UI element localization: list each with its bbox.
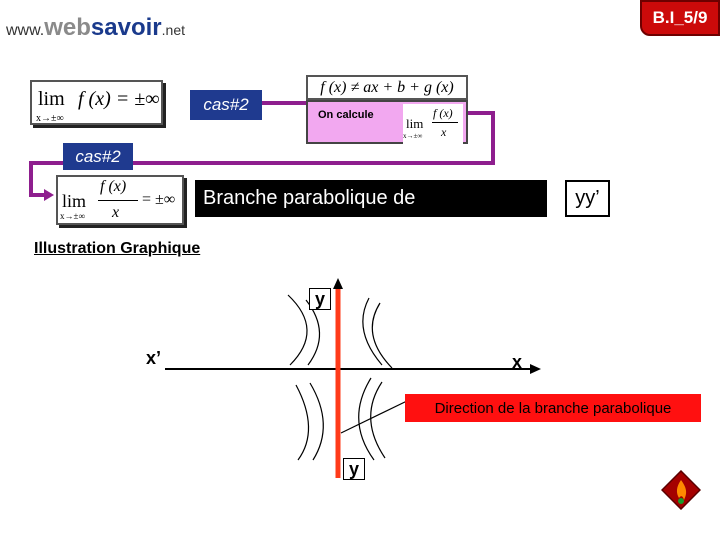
ratio-lim-word: lim [406, 116, 424, 131]
lim-subscript: x→±∞ [36, 113, 64, 124]
illustration-heading: Illustration Graphique [34, 240, 201, 257]
formula-ratio-infinite: lim x→±∞ f (x) x = ±∞ [56, 175, 184, 225]
curve-upper-right-1 [362, 297, 383, 366]
flame-nav-icon-graphic [660, 469, 702, 511]
logo-prefix: www. [6, 22, 45, 39]
connector-loop [29, 111, 495, 197]
logo-web: web [44, 14, 91, 41]
lim-word: lim [38, 88, 65, 110]
ratio-fraction-bar [432, 122, 458, 123]
ratio-denominator: x [441, 125, 447, 139]
formula-expression: f (x) = ±∞ [78, 88, 160, 110]
y-axis-bottom-label: y [343, 458, 365, 480]
cas-label-bottom: cas#2 [63, 143, 133, 170]
on-calcule-panel: On calcule lim x→±∞ f (x) x [306, 100, 468, 144]
logo-suffix: .net [161, 22, 185, 38]
curve-lower-left-2 [309, 382, 324, 461]
logo-savoir: savoir [90, 14, 162, 41]
site-logo[interactable]: www.websavoir.net [6, 14, 185, 42]
direction-pointer-line [340, 399, 410, 434]
mid-rhs: = ±∞ [142, 191, 176, 208]
mid-fraction-bar [98, 200, 138, 201]
cas-label-top: cas#2 [190, 90, 262, 120]
mid-lim-subscript: x→±∞ [60, 211, 85, 221]
branch-axis-label: yy’ [565, 180, 610, 217]
connector-arrowhead [44, 189, 54, 201]
curve-lower-left-1 [295, 384, 310, 461]
x-axis-left-label: x’ [146, 348, 162, 368]
curve-upper-left-1 [287, 294, 308, 366]
direction-label: Direction de la branche parabolique [405, 394, 701, 422]
mid-lim-word: lim [62, 191, 87, 211]
slide-badge: B.I_5/9 [640, 0, 720, 36]
mid-denominator: x [112, 204, 120, 221]
y-axis-arrowhead [333, 278, 343, 289]
curve-lower-right-1 [358, 377, 375, 461]
formula-limit-infinite: lim x→±∞ f (x) = ±∞ [30, 80, 163, 125]
curve-upper-right-2 [371, 302, 393, 369]
ratio-numerator: f (x) [433, 106, 453, 120]
branch-parabolic-text: Branche parabolique de [195, 180, 547, 217]
flame-nav-icon[interactable] [660, 469, 702, 511]
y-axis-top-label: y [309, 288, 331, 310]
on-calcule-text: On calcule [318, 109, 374, 121]
x-axis-right-label: x [512, 352, 523, 372]
ratio-lim-subscript: x→±∞ [403, 132, 423, 140]
formula-not-asymptote: f (x) ≠ ax + b + g (x) [306, 75, 468, 100]
curve-lower-right-2 [370, 381, 386, 459]
x-axis-arrowhead [530, 364, 541, 374]
mid-numerator: f (x) [100, 178, 127, 195]
ratio-limit-formula: lim x→±∞ f (x) x [403, 104, 463, 144]
